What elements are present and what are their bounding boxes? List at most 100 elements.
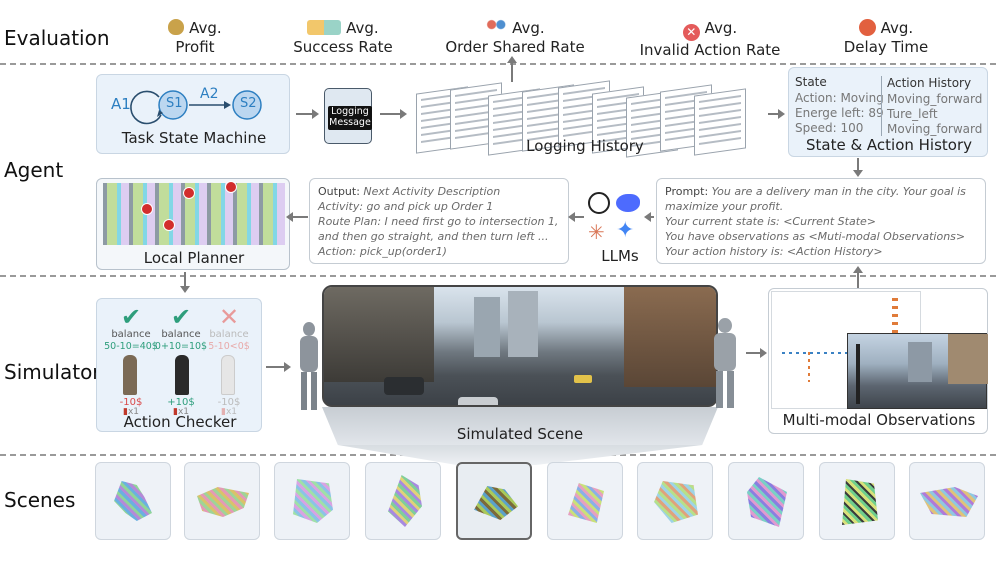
arrow (292, 216, 308, 218)
log-page (694, 88, 746, 156)
simulated-scene-caption: Simulated Scene (456, 425, 584, 443)
map-pin-icon (163, 219, 175, 231)
scene-thumbnail-selected[interactable] (456, 462, 532, 540)
item-icon: ▮ (172, 407, 178, 417)
metric-label: Avg. (512, 19, 545, 37)
metric-delay-time: Avg. Delay Time (826, 19, 946, 57)
scene-caption-bar (322, 407, 718, 445)
arrow-head (853, 266, 863, 273)
state-label: S1 (166, 96, 183, 111)
scooter-figure (221, 355, 235, 395)
scene-thumbnail[interactable] (637, 462, 713, 540)
logging-message-line: Logging (331, 106, 369, 117)
state-label: S2 (240, 96, 257, 111)
scene-thumbnail[interactable] (95, 462, 171, 540)
row-label-agent: Agent (4, 158, 64, 182)
output-text: Next Activity Description (363, 185, 501, 198)
map-pin-icon (183, 187, 195, 199)
delta-label: -10$ (217, 397, 241, 408)
action-history-title: Action History (887, 76, 972, 90)
metric-name: Delay Time (843, 38, 929, 56)
scene-thumbnail[interactable] (184, 462, 260, 540)
metric-label: Avg. (704, 19, 738, 37)
item-icon: ▮ (122, 407, 128, 417)
task-state-machine-caption: Task State Machine (121, 129, 267, 147)
llms-caption: LLMs (601, 247, 639, 265)
metric-name: Order Shared Rate (445, 38, 585, 56)
check-icon: ✔ (120, 303, 142, 331)
prompt-text: You are a delivery man in the city. Your… (711, 185, 966, 198)
arrow (184, 272, 186, 288)
state-lines: Action: Moving Energe left: 89 Speed: 10… (795, 91, 884, 136)
count-label: ▮x1 (111, 407, 151, 417)
delta-label: +10$ (167, 397, 195, 408)
output-box: Output: Next Activity Description Activi… (309, 178, 569, 264)
arrow (266, 366, 286, 368)
local-planner-caption: Local Planner (143, 249, 245, 267)
arrow-head (644, 212, 651, 222)
simulated-scene-image (322, 285, 718, 407)
arrow (572, 216, 584, 218)
count-label: ▮x1 (209, 407, 249, 417)
camera-observation-image (847, 333, 988, 409)
cross-circle-icon: ✕ (682, 24, 700, 41)
state-line: Energe left: 89 (795, 106, 884, 120)
balance-calc: 0+10=10$ (154, 341, 208, 352)
output-label: Output: (318, 185, 360, 198)
balance-label: balance (111, 329, 151, 340)
prompt-header: Prompt: You are a delivery man in the ci… (665, 184, 966, 199)
arrow-head (778, 109, 785, 119)
scene-thumbnail[interactable] (819, 462, 895, 540)
state-line: Speed: 100 (795, 121, 864, 135)
prompt-lines: maximize your profit. Your current state… (665, 199, 965, 259)
count-value: x1 (225, 407, 237, 417)
output-line: Route Plan: I need first go to intersect… (318, 215, 559, 228)
prompt-line: Your current state is: <Current State> (665, 215, 876, 228)
llm-icons: ✳ ✦ (586, 192, 646, 244)
output-line: Activity: go and pick up Order 1 (318, 200, 494, 213)
row-label-evaluation: Evaluation (4, 26, 110, 50)
transition-label: A2 (200, 86, 219, 102)
scene-thumbnail[interactable] (365, 462, 441, 540)
arrow-head (760, 348, 767, 358)
balance-label: balance (209, 329, 249, 340)
logging-message-line: Message (329, 117, 371, 128)
metric-label: Avg. (189, 19, 222, 37)
prompt-line: You have observations as <Muti-modal Obs… (665, 230, 966, 243)
balance-label: balance (161, 329, 201, 340)
arrow (857, 272, 859, 288)
divider (881, 76, 882, 136)
state-machine-diagram (130, 90, 262, 125)
row-label-scenes: Scenes (4, 488, 76, 512)
output-line: Action: pick_up(order1) (318, 245, 447, 258)
observations-box: Multi-modal Observations (768, 288, 988, 434)
logging-message-icon: Logging Message (324, 88, 372, 144)
metric-name: Profit (175, 38, 215, 56)
arrow-head (853, 170, 863, 177)
money-bag-icon (168, 19, 185, 35)
logging-history-caption: Logging History (526, 137, 644, 155)
action-checker-caption: Action Checker (123, 413, 237, 431)
local-planner-box: Local Planner (96, 178, 290, 270)
gemini-icon: ✦ (616, 218, 635, 243)
delivery-success-icon (307, 20, 342, 35)
action-line: Ture_left (887, 107, 938, 121)
separator-line (0, 63, 996, 65)
count-value: x1 (127, 407, 139, 417)
check-icon: ✔ (170, 303, 192, 331)
metric-label: Avg. (880, 19, 914, 37)
count-value: x1 (177, 407, 189, 417)
action-line: Moving_forward (887, 122, 983, 136)
scene-thumbnail[interactable] (274, 462, 350, 540)
map-pin-icon (141, 203, 153, 215)
scene-thumbnail[interactable] (547, 462, 623, 540)
arrow (768, 113, 780, 115)
action-checker-box: ✔ balance 50-10=40$ -10$ ▮x1 ✔ balance 0… (96, 298, 262, 432)
scene-thumbnail[interactable] (728, 462, 804, 540)
logging-message-label: Logging Message (328, 106, 372, 130)
prompt-line: Your action history is: <Action History> (665, 245, 883, 258)
metric-label: Avg. (346, 19, 379, 37)
scene-thumbnail[interactable] (909, 462, 985, 540)
state-title: State (795, 75, 827, 89)
courier-figure (123, 355, 137, 395)
